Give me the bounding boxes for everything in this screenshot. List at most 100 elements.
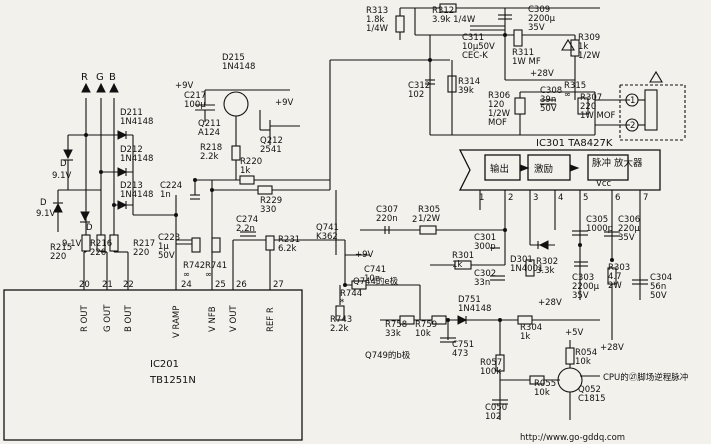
label-r315: R315∞: [564, 81, 586, 100]
pin-24-num: 24: [181, 280, 192, 290]
rgb-b-label: B: [109, 72, 116, 83]
ic201-part: TB1251N: [149, 375, 196, 386]
pin-21-num: 21: [102, 280, 113, 290]
plus28v-label-3: +28V: [600, 343, 624, 353]
plus9v-label-2: +9V: [275, 98, 294, 108]
pin-27-label: REF R: [266, 307, 276, 332]
coil-pin1: 1: [630, 96, 635, 106]
ic301-pin-6: 6: [615, 193, 620, 203]
ic301-block-amp: 脉冲 放大器: [592, 157, 643, 169]
plus9v-label-3: +9V: [355, 250, 374, 260]
ic301-pin-3: 3: [533, 193, 538, 203]
rgb-r-label: R: [81, 72, 88, 83]
plus28v-label-2: +28V: [538, 298, 562, 308]
watermark: http://www.go-gddq.com: [520, 433, 625, 443]
zener2-value: 9.1V: [36, 209, 56, 219]
zener1-value: 9.1V: [52, 171, 72, 181]
zener3-ref: D: [86, 223, 93, 233]
pin-20-num: 20: [79, 280, 90, 290]
ic301-pin-7: 7: [643, 193, 648, 203]
ic201-name: IC201: [150, 359, 179, 370]
junction-dots: [84, 33, 614, 322]
q052-wiring: [380, 315, 600, 420]
ic301-block: [458, 149, 661, 191]
plus5v-label: +5V: [565, 328, 584, 338]
ic301-block-output: 输出: [490, 163, 509, 175]
ic301-pin-4: 4: [558, 193, 563, 203]
rgb-g-label: G: [96, 72, 104, 83]
ic301-vcc: Vcc: [596, 179, 611, 189]
ic301-pin-5: 5: [583, 193, 588, 203]
ic301-name: IC301 TA8427K: [536, 138, 613, 149]
pin-25-label: V NFB: [208, 306, 218, 332]
ic301-pins: [479, 190, 641, 260]
label-r744: R744*: [340, 289, 362, 308]
pin-26-num: 26: [236, 280, 247, 290]
zener2-ref: D: [40, 198, 47, 208]
plus28v-label-1: +28V: [530, 69, 554, 79]
pin-22-num: 22: [123, 280, 134, 290]
pin-27-num: 27: [273, 280, 284, 290]
plus9v-label-1: +9V: [175, 81, 194, 91]
ic201-body: [3, 289, 303, 441]
label-r741: R741∞: [205, 261, 227, 280]
pin-20-label: R OUT: [80, 304, 90, 332]
coil-pin2: 2: [630, 121, 635, 131]
zener1-ref: D: [60, 159, 67, 169]
pin-25-num: 25: [215, 280, 226, 290]
cpu-label: CPU的㉗脚场逆程脉冲: [603, 372, 688, 383]
rgb-wiring: [53, 82, 176, 253]
q749-label: Q749的b极: [365, 350, 411, 361]
ic301-pin-1: 1: [479, 193, 484, 203]
ic201-pins: [83, 180, 271, 290]
pin-24-label: V RAMP: [172, 306, 182, 338]
q741-wiring: [176, 190, 420, 321]
